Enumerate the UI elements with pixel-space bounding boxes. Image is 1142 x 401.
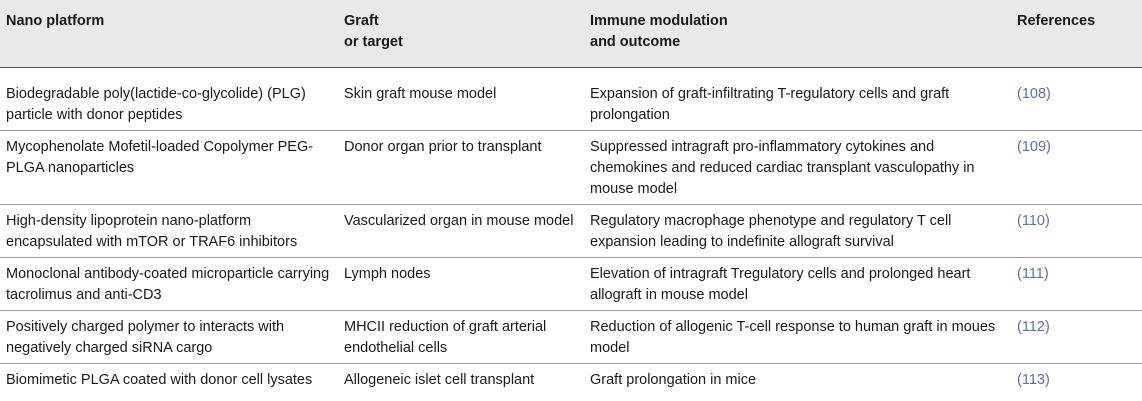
header-references: References xyxy=(1011,0,1142,68)
cell-outcome: Regulatory macrophage phenotype and regu… xyxy=(590,213,952,250)
table-row: Monoclonal antibody-coated microparticle… xyxy=(0,258,1142,311)
reference-link[interactable]: (108) xyxy=(1017,86,1051,102)
reference-link[interactable]: (111) xyxy=(1017,266,1049,282)
reference-link[interactable]: (109) xyxy=(1017,139,1051,155)
cell-outcome: Elevation of intragraft Tregulatory cell… xyxy=(590,266,971,303)
cell-reference: (108) xyxy=(1011,68,1142,131)
cell-target: Vascularized organ in mouse model xyxy=(344,213,574,229)
cell-outcome: Expansion of graft-infiltrating T-regula… xyxy=(590,86,950,123)
table-row: Positively charged polymer to interacts … xyxy=(0,311,1142,364)
cell-reference: (109) xyxy=(1011,131,1142,205)
table-header-row: Nano platform Graft or target Immune mod… xyxy=(0,0,1142,68)
cell-reference: (110) xyxy=(1011,205,1142,258)
cell-platform: Biodegradable poly(lactide-co-glycolide)… xyxy=(6,86,306,123)
reference-link[interactable]: (113) xyxy=(1017,372,1050,388)
cell-platform: Biomimetic PLGA coated with donor cell l… xyxy=(6,372,313,388)
header-immune-modulation: Immune modulation and outcome xyxy=(584,0,1011,68)
table-row: High-density lipoprotein nano-platform e… xyxy=(0,205,1142,258)
cell-platform: Positively charged polymer to interacts … xyxy=(6,319,285,356)
cell-platform: Monoclonal antibody-coated microparticle… xyxy=(6,266,330,303)
header-graft-target: Graft or target xyxy=(338,0,584,68)
table-row: Biomimetic PLGA coated with donor cell l… xyxy=(0,364,1142,396)
cell-outcome: Graft prolongation in mice xyxy=(590,372,757,388)
table-row: Mycophenolate Mofetil-loaded Copolymer P… xyxy=(0,131,1142,205)
cell-outcome: Suppressed intragraft pro-inflammatory c… xyxy=(590,139,975,197)
cell-target: Allogeneic islet cell transplant xyxy=(344,372,535,388)
cell-platform: High-density lipoprotein nano-platform e… xyxy=(6,213,298,250)
cell-outcome: Reduction of allogenic T-cell response t… xyxy=(590,319,996,356)
reference-link[interactable]: (110) xyxy=(1017,213,1050,229)
cell-target: Lymph nodes xyxy=(344,266,431,282)
cell-reference: (111) xyxy=(1011,258,1142,311)
cell-platform: Mycophenolate Mofetil-loaded Copolymer P… xyxy=(6,139,314,176)
reference-link[interactable]: (112) xyxy=(1017,319,1050,335)
header-nano-platform: Nano platform xyxy=(0,0,338,68)
cell-reference: (112) xyxy=(1011,311,1142,364)
cell-target: Donor organ prior to transplant xyxy=(344,139,542,155)
cell-target: MHCII reduction of graft arterial endoth… xyxy=(344,319,547,356)
cell-target: Skin graft mouse model xyxy=(344,86,497,102)
table-row: Biodegradable poly(lactide-co-glycolide)… xyxy=(0,68,1142,131)
cell-reference: (113) xyxy=(1011,364,1142,396)
